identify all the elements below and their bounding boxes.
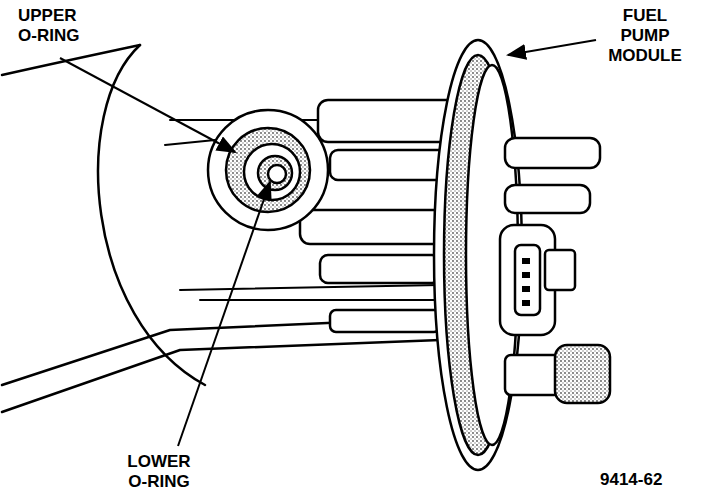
- part-label: FUEL PUMP MODULE: [600, 6, 690, 66]
- part-label: UPPER O-RING: [18, 6, 98, 46]
- figure-number: 9414-62: [600, 470, 710, 490]
- part-label: LOWER O-RING: [118, 452, 200, 492]
